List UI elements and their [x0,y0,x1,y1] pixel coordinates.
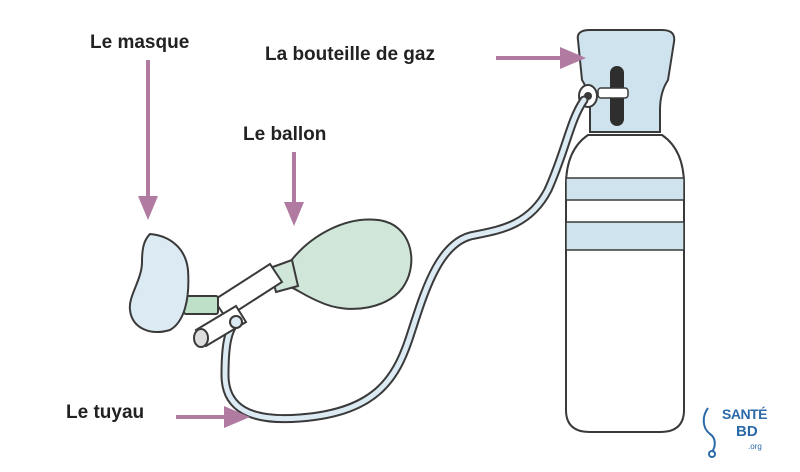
mask [128,232,219,333]
connector [193,262,284,348]
label-tube: Le tuyau [66,402,145,423]
bottle-valve-cap [576,29,676,133]
bottle-band-bottom [565,221,685,251]
stethoscope-icon [702,407,716,458]
mask-body [128,232,190,333]
arrow-bag [284,152,304,226]
label-bottle: La bouteille de gaz [265,44,435,65]
logo-line-3: .org [748,442,762,451]
bag [268,218,413,310]
bottle-body [565,134,685,433]
logo-line-1: SANTÉ [722,406,767,422]
logo-line-2: BD [736,423,758,440]
valve-knob [597,87,629,99]
bag-body [286,218,413,310]
mask-connector [183,295,219,315]
gas-bottle [565,29,685,433]
arrow-tube [176,406,250,428]
arrow-mask [138,60,158,220]
santebd-logo: SANTÉ BD .org [700,404,772,460]
arrow-bottle [496,47,586,69]
label-bag: Le ballon [243,124,327,145]
tube [220,95,589,424]
label-mask: Le masque [90,32,190,53]
bottle-band-top [565,177,685,201]
